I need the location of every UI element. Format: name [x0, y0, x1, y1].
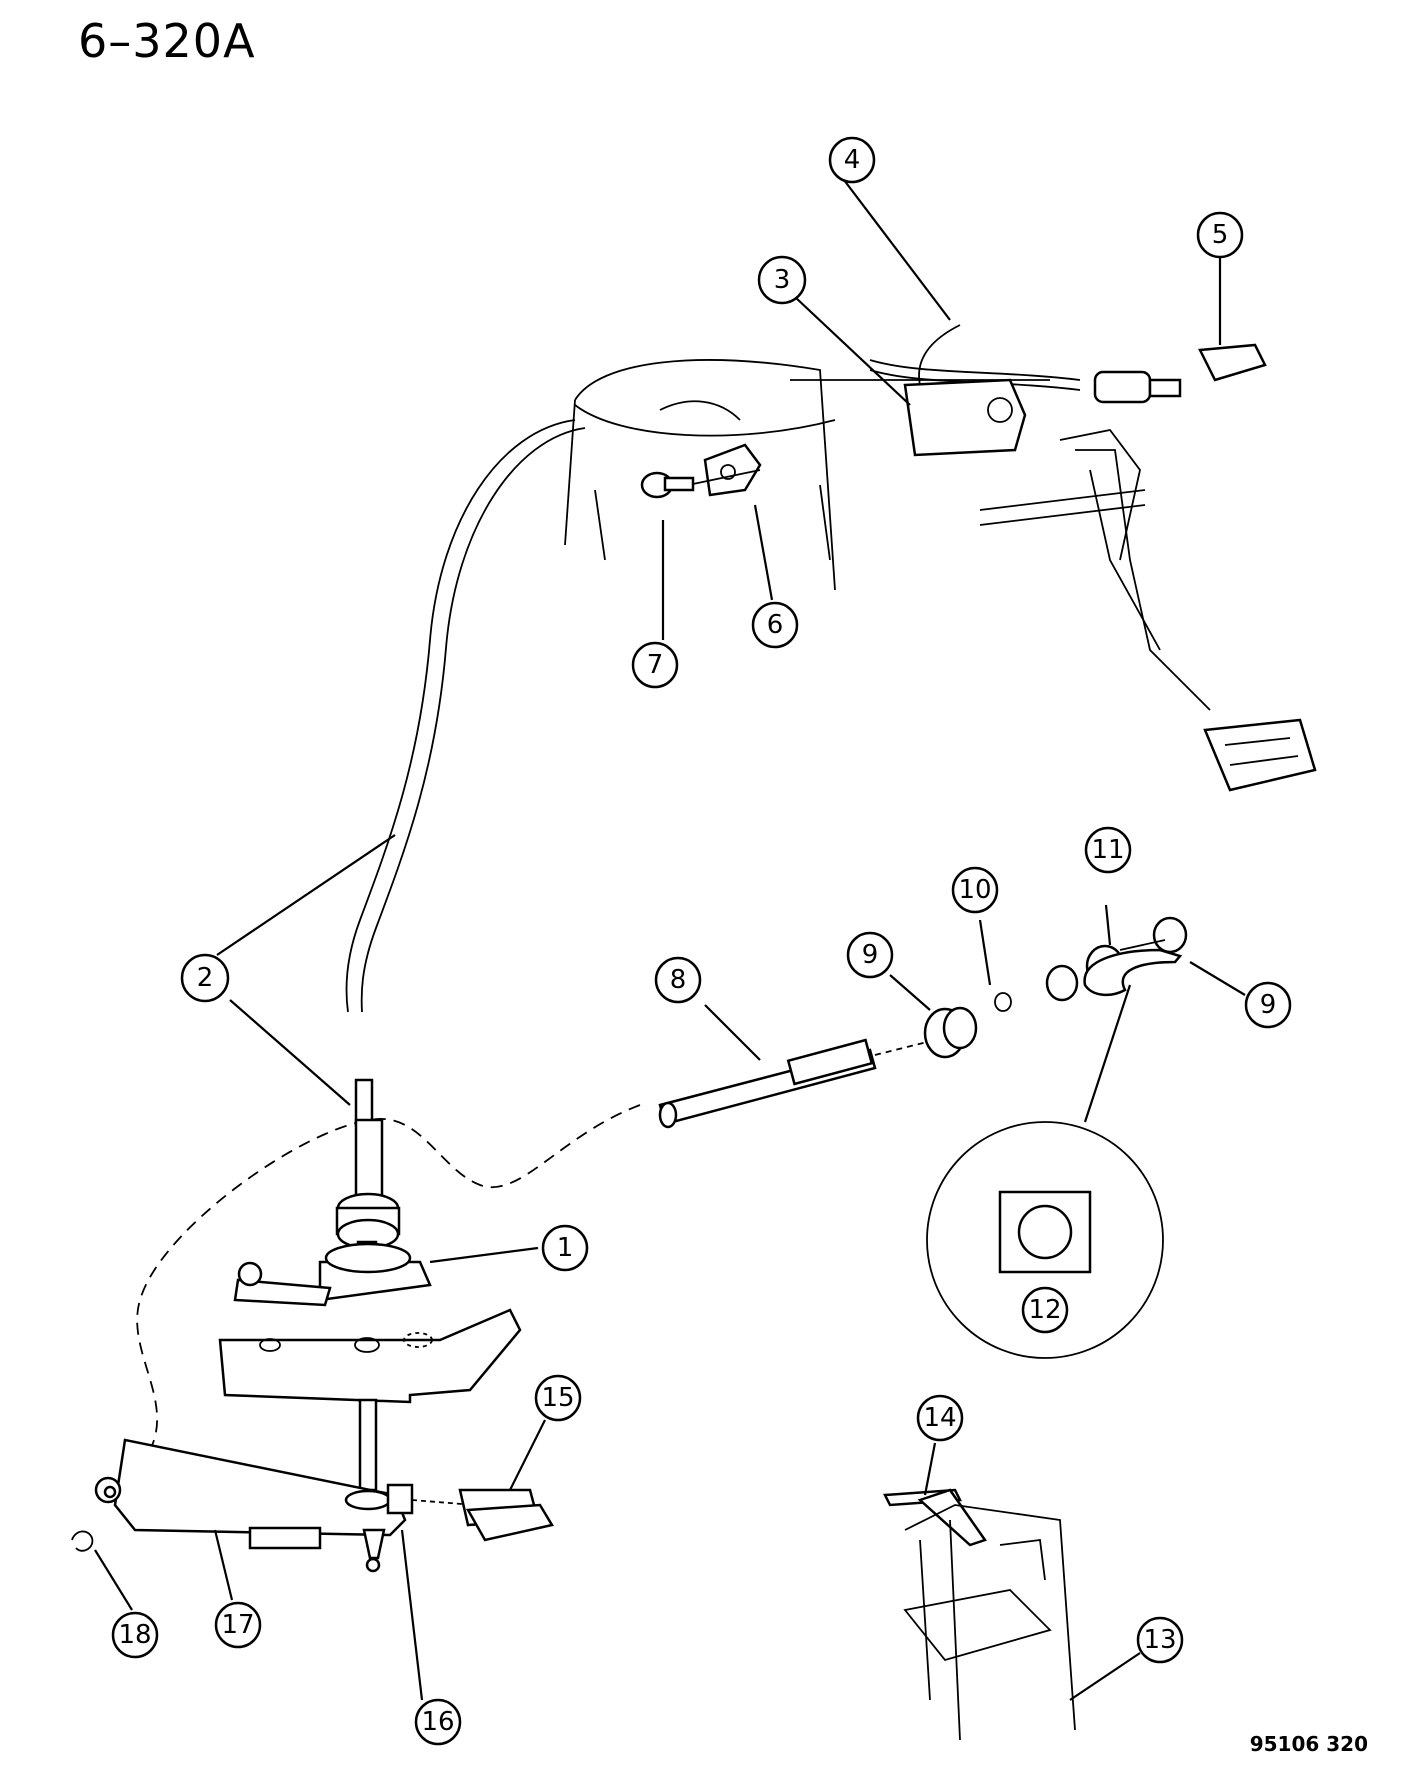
adjuster-clip — [411, 1488, 554, 1542]
svg-text:15: 15 — [541, 1383, 574, 1413]
callout-18: 18 — [111, 1611, 159, 1659]
svg-text:1: 1 — [557, 1233, 574, 1263]
callout-9-left: 9 — [846, 931, 894, 979]
svg-text:18: 18 — [118, 1620, 151, 1650]
callout-11: 11 — [1084, 826, 1132, 874]
callout-6: 6 — [751, 601, 799, 649]
svg-text:4: 4 — [844, 145, 861, 175]
bushings-and-clips — [923, 916, 1188, 1059]
cable-route-line — [114, 1104, 641, 1506]
svg-text:16: 16 — [421, 1707, 454, 1737]
callout-12: 12 — [1021, 1286, 1069, 1334]
interlock-solenoid — [903, 324, 1027, 457]
svg-text:7: 7 — [647, 650, 664, 680]
callout-17: 17 — [214, 1601, 262, 1649]
callout-1: 1 — [541, 1224, 589, 1272]
svg-text:13: 13 — [1143, 1625, 1176, 1655]
svg-text:14: 14 — [923, 1403, 956, 1433]
svg-text:2: 2 — [197, 963, 214, 993]
callout-8: 8 — [654, 956, 702, 1004]
callout-9-right: 9 — [1244, 981, 1292, 1029]
leader-lines — [94, 179, 1246, 1701]
svg-text:12: 12 — [1028, 1295, 1061, 1325]
callouts: 1 2 3 4 5 6 7 8 9 10 11 9 12 13 14 15 16… — [111, 136, 1292, 1746]
brake-light-switch-bracket — [883, 1488, 1076, 1741]
callout-3: 3 — [757, 255, 807, 305]
shift-shaft — [658, 1038, 936, 1129]
svg-text:10: 10 — [958, 875, 991, 905]
svg-text:9: 9 — [862, 940, 879, 970]
callout-14: 14 — [916, 1394, 964, 1442]
figure-code: 95106 320 — [1249, 1732, 1368, 1756]
gear-shift-lever — [318, 1078, 432, 1302]
cable-end-fitting — [1093, 343, 1267, 404]
callout-13: 13 — [1136, 1616, 1184, 1664]
svg-text:17: 17 — [221, 1610, 254, 1640]
svg-text:6: 6 — [767, 610, 784, 640]
svg-text:5: 5 — [1212, 220, 1229, 250]
shifter-base-plate — [218, 1261, 522, 1492]
callout-10: 10 — [951, 866, 999, 914]
shift-linkage-arm — [94, 1438, 414, 1573]
page-title: 6–320A — [78, 14, 256, 68]
small-retainer-clip — [71, 1530, 94, 1552]
callout-4: 4 — [828, 136, 876, 184]
svg-text:3: 3 — [774, 265, 791, 295]
svg-text:11: 11 — [1091, 835, 1124, 865]
callout-2: 2 — [180, 953, 230, 1003]
callout-5: 5 — [1196, 211, 1244, 259]
callout-16: 16 — [414, 1698, 462, 1746]
bracket-and-pin — [640, 443, 762, 499]
svg-text:8: 8 — [670, 965, 687, 995]
svg-text:9: 9 — [1260, 990, 1277, 1020]
callout-15: 15 — [534, 1374, 582, 1422]
callout-7: 7 — [631, 641, 679, 689]
brake-pedal-assembly — [979, 429, 1317, 792]
bushing-detail-view — [926, 984, 1164, 1359]
